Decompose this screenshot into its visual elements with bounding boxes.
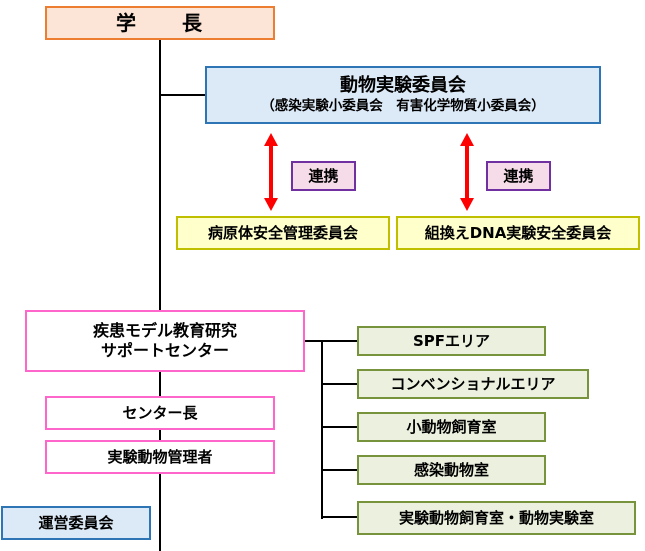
connector-line-to-committee bbox=[159, 94, 206, 96]
facility-box-small-animal-room: 小動物飼育室 bbox=[357, 412, 546, 442]
facility-label: 感染動物室 bbox=[413, 460, 489, 479]
committee-title: 動物実験委員会 bbox=[340, 75, 466, 97]
president-box: 学 長 bbox=[45, 6, 275, 40]
animal-manager-label: 実験動物管理者 bbox=[107, 447, 213, 466]
red-double-arrow-icon bbox=[264, 133, 278, 211]
red-double-arrow-icon bbox=[460, 133, 474, 211]
facility-box-infection-animal-room: 感染動物室 bbox=[357, 455, 546, 485]
facility-box-experiment-room: 実験動物飼育室・動物実験室 bbox=[357, 501, 636, 535]
facility-box-conventional-area: コンベンショナルエリア bbox=[357, 369, 589, 399]
pathogen-safety-committee-box: 病原体安全管理委員会 bbox=[176, 216, 390, 250]
disease-model-support-center-box: 疾患モデル教育研究 サポートセンター bbox=[25, 310, 305, 372]
collaboration-label: 連携 bbox=[503, 166, 534, 185]
connector-line-stub bbox=[321, 426, 357, 428]
facility-label: 実験動物飼育室・動物実験室 bbox=[398, 508, 594, 527]
facility-label: コンベンショナルエリア bbox=[390, 374, 556, 393]
connector-line-facilities-trunk bbox=[321, 340, 323, 519]
collaboration-label: 連携 bbox=[308, 166, 339, 185]
pathogen-committee-label: 病原体安全管理委員会 bbox=[207, 223, 358, 242]
connector-line-main-vertical bbox=[159, 40, 161, 551]
collaboration-badge-left: 連携 bbox=[291, 161, 356, 191]
recombinant-dna-committee-box: 組換えDNA実験安全委員会 bbox=[396, 216, 640, 250]
steering-committee-box: 運営委員会 bbox=[1, 506, 151, 540]
committee-subtitle: （感染実験小委員会 有害化学物質小委員会） bbox=[261, 97, 545, 114]
animal-experiment-committee-box: 動物実験委員会 （感染実験小委員会 有害化学物質小委員会） bbox=[205, 66, 601, 124]
connector-line-stub bbox=[321, 383, 357, 385]
connector-line-center-to-facilities bbox=[305, 340, 357, 342]
facility-label: SPFエリア bbox=[412, 331, 491, 350]
collaboration-badge-right: 連携 bbox=[486, 161, 551, 191]
facility-label: 小動物飼育室 bbox=[406, 417, 497, 436]
support-center-line2: サポートセンター bbox=[100, 341, 229, 360]
support-center-line1: 疾患モデル教育研究 bbox=[92, 321, 237, 340]
dna-committee-label: 組換えDNA実験安全委員会 bbox=[424, 223, 612, 242]
president-label: 学 長 bbox=[116, 10, 204, 35]
steering-committee-label: 運営委員会 bbox=[38, 513, 114, 532]
connector-line-stub bbox=[321, 516, 357, 518]
connector-line-stub bbox=[321, 469, 357, 471]
center-head-box: センター長 bbox=[45, 396, 275, 430]
animal-manager-box: 実験動物管理者 bbox=[45, 440, 275, 474]
facility-box-spf-area: SPFエリア bbox=[357, 326, 546, 356]
center-head-label: センター長 bbox=[122, 403, 198, 422]
